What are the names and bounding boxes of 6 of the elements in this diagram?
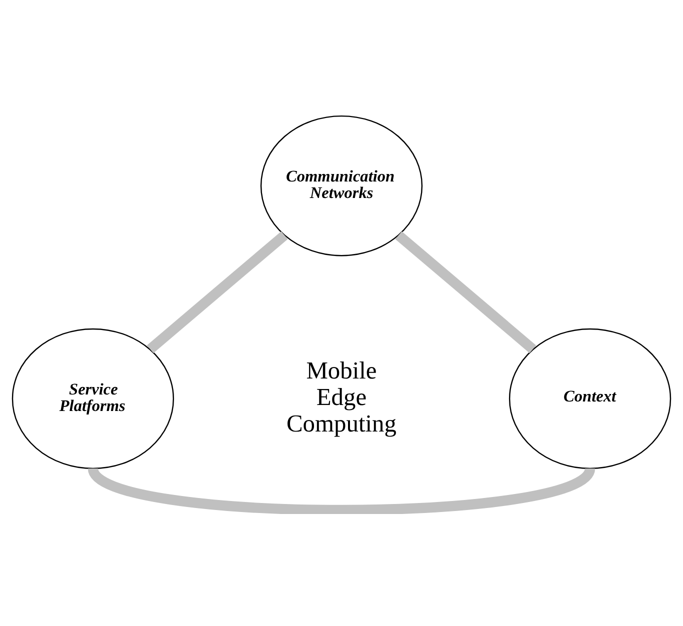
node-ellipse: Service Platforms: [12, 328, 174, 470]
label: Mobile Edge Computing: [286, 358, 396, 438]
node-ellipse: Communication Networks: [260, 115, 423, 256]
node-ellipse: Context: [508, 328, 672, 470]
connector: [395, 231, 536, 354]
connector: [146, 231, 288, 354]
